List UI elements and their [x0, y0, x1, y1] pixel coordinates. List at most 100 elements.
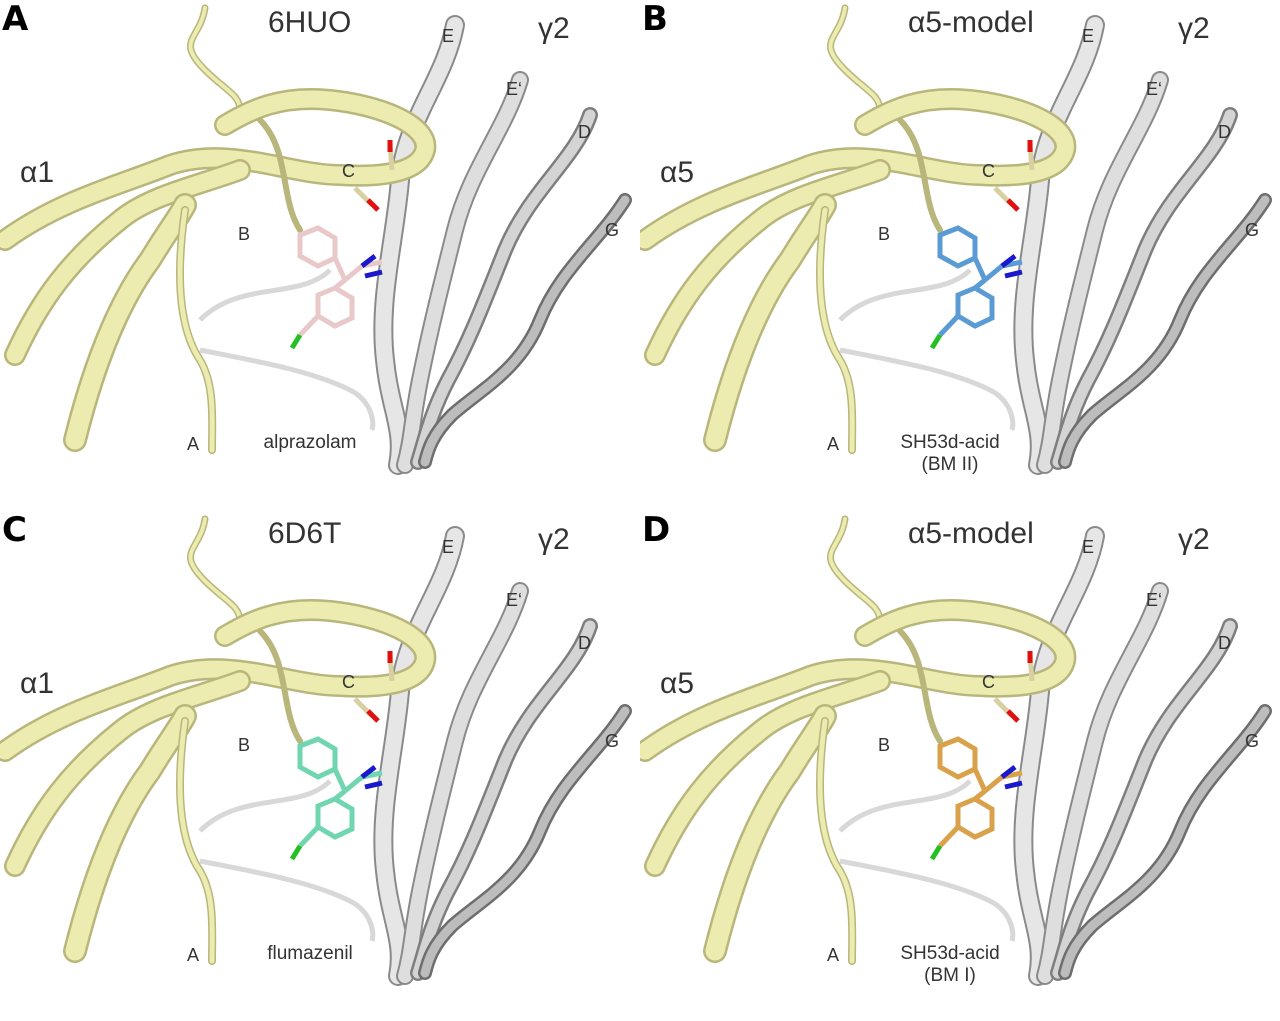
strand-label-C: C [342, 161, 355, 181]
binding-site-ribbon-diagram [640, 4, 1272, 475]
strand-label-E: E [1082, 26, 1095, 46]
strand-B-coil [897, 628, 943, 744]
strand-E-ribbon-fill [1015, 528, 1103, 984]
strand-label-A: A [187, 434, 200, 454]
figure-panel-D: D α5-model α5 γ2 E E‘ D G C B A SH53d-ac… [640, 511, 1280, 1021]
gamma2-loop-coil [838, 779, 1016, 942]
loop-top-coil-fill [188, 6, 242, 112]
beta-strand-1-ribbon [644, 159, 891, 366]
beta-strand-1-ribbon-fill [646, 672, 889, 875]
loop-C-ribbon-fill [640, 601, 1074, 760]
strand-label-G: G [605, 220, 620, 240]
strand-E-ribbon-fill [1015, 17, 1103, 473]
strand-label-C: C [982, 672, 995, 692]
ligand-name-line-1: SH53d-acid [900, 432, 1000, 453]
strand-label-E-prime: E‘ [1146, 590, 1163, 610]
ligand-name-line-2: (BM I) [924, 965, 976, 986]
subunit-label-right: γ2 [538, 12, 570, 45]
strand-label-E-prime: E‘ [1146, 79, 1163, 99]
panel-letter: A [2, 0, 29, 39]
ligand-nitrogen [360, 765, 377, 779]
ligand-name-line-1: SH53d-acid [900, 943, 1000, 964]
beta-strand-2-ribbon-fill [705, 706, 835, 961]
ligand-nitrogen-2 [364, 780, 383, 790]
ligand-nitrogen-2 [364, 269, 383, 279]
strand-A-coil-fill [817, 718, 855, 964]
binding-site-ribbon-diagram [640, 515, 1272, 986]
strand-label-A: A [827, 434, 840, 454]
ligand-stick-model [929, 736, 1023, 861]
subunit-label-right: γ2 [1178, 12, 1210, 45]
panel-letter: D [642, 511, 671, 550]
strand-label-B: B [878, 735, 891, 755]
gamma2-subunit-ribbons [838, 526, 1272, 986]
ligand-stick-model [289, 736, 383, 861]
gamma2-subunit-ribbons [198, 15, 632, 475]
ligand-stick-model [289, 225, 383, 350]
ligand-nitrogen [1000, 254, 1017, 268]
strand-B-coil [257, 628, 303, 744]
strand-label-G: G [605, 731, 620, 751]
strand-label-D: D [578, 122, 591, 142]
strand-label-D: D [1218, 633, 1231, 653]
subunit-label-right: γ2 [538, 523, 570, 556]
ligand-label: alprazolam [225, 433, 395, 455]
figure-panel-B: B α5-model α5 γ2 E E‘ D G C B A SH53d-ac… [640, 0, 1280, 510]
ligand-ring-2 [315, 285, 355, 329]
subunit-label-left: α1 [20, 156, 55, 189]
gamma2-loop-coil [198, 779, 376, 942]
structure-id: 6HUO [268, 6, 352, 39]
ligand-chlorine [929, 333, 943, 350]
beta-strand-2-ribbon-fill [65, 706, 195, 961]
strand-label-E-prime: E‘ [506, 79, 523, 99]
subunit-label-right: γ2 [1178, 523, 1210, 556]
beta-strand-1-ribbon-fill [6, 161, 249, 364]
strand-label-C: C [982, 161, 995, 181]
strand-G-ribbon-fill [420, 195, 630, 467]
beta-strand-1-ribbon-fill [646, 161, 889, 364]
strand-label-G: G [1245, 731, 1260, 751]
strand-D-ribbon-fill [1052, 109, 1236, 468]
strand-label-E: E [1082, 537, 1095, 557]
figure-panel-C: C 6D6T α1 γ2 E E‘ D G C B A flumazenil [0, 511, 640, 1021]
ligand-ring-2 [955, 796, 995, 840]
strand-label-E: E [442, 26, 455, 46]
strand-label-D: D [578, 633, 591, 653]
strand-B-coil [897, 117, 943, 233]
ligand-ring-2 [315, 796, 355, 840]
ligand-ring-2 [955, 285, 995, 329]
loop-C-ribbon-fill [0, 90, 434, 249]
binding-site-ribbon-diagram [0, 515, 632, 986]
ligand-nitrogen [1000, 765, 1017, 779]
loop-top-coil-fill [188, 517, 242, 623]
strand-E-prime-ribbon-fill [398, 584, 527, 983]
strand-E-prime-ribbon-fill [1038, 584, 1167, 983]
loop-top-coil-fill [828, 517, 882, 623]
loop-C-ribbon-fill [0, 601, 434, 760]
beta-strand-1-ribbon [644, 670, 891, 877]
ligand-label: SH53d-acid (BM I) [865, 944, 1035, 985]
beta-strand-2-ribbon-fill [65, 195, 195, 450]
strand-G-ribbon-fill [1060, 706, 1270, 978]
ligand-stick-model [929, 225, 1023, 350]
subunit-label-left: α5 [660, 156, 695, 189]
alpha-subunit-ribbons [640, 4, 1077, 454]
strand-label-B: B [238, 224, 251, 244]
strand-G-ribbon-fill [420, 706, 630, 978]
strand-D-ribbon-fill [1052, 620, 1236, 979]
strand-label-C: C [342, 672, 355, 692]
strand-E-prime-ribbon-fill [1038, 73, 1167, 472]
strand-label-E: E [442, 537, 455, 557]
strand-A-coil-fill [177, 718, 215, 964]
ligand-ring-1 [297, 736, 338, 780]
ligand-ring-1 [297, 225, 338, 269]
subunit-label-left: α1 [20, 667, 55, 700]
strand-E-ribbon-fill [375, 528, 463, 984]
strand-label-B: B [238, 735, 251, 755]
beta-strand-1-ribbon [4, 670, 251, 877]
gamma2-loop-coil [838, 268, 1016, 431]
subunit-label-left: α5 [660, 667, 695, 700]
strand-label-E-prime: E‘ [506, 590, 523, 610]
alpha-subunit-ribbons [640, 515, 1077, 965]
side-chains [353, 651, 395, 723]
